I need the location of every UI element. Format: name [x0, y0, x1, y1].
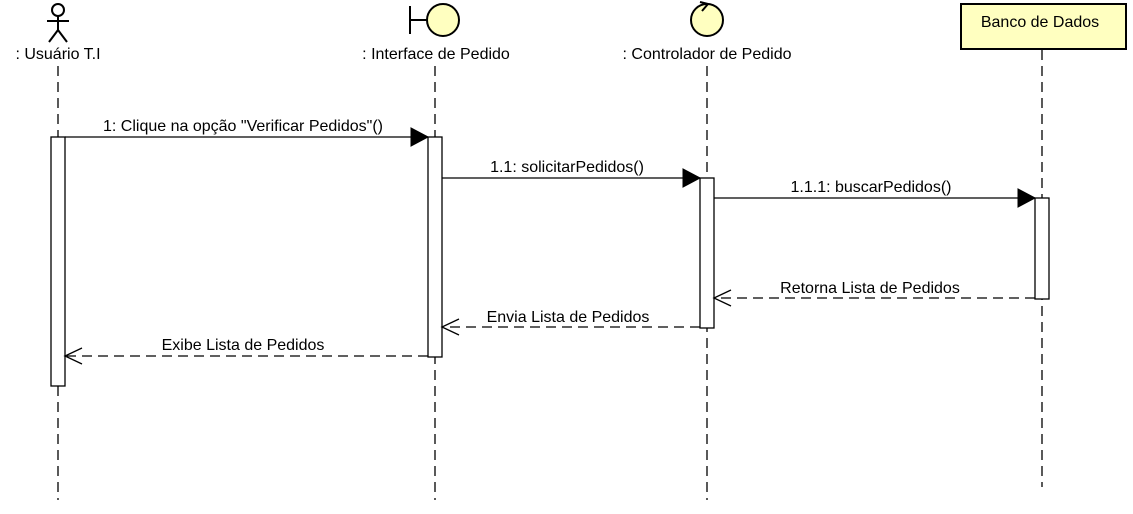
open-arrowhead-icon	[712, 289, 732, 307]
return-retorna-label: Retorna Lista de Pedidos	[780, 280, 960, 297]
participant-label-user: : Usuário T.I	[15, 46, 100, 63]
participant-label-database: Banco de Dados	[981, 14, 1099, 31]
actor-stick-figure-icon	[47, 3, 69, 43]
message-1	[65, 127, 430, 147]
activation-database	[1034, 197, 1050, 300]
activation-interface	[427, 136, 443, 358]
participant-box-database	[960, 3, 1127, 50]
filled-arrowhead-icon	[410, 127, 430, 147]
open-arrowhead-icon	[440, 318, 460, 336]
participant-label-controller: : Controlador de Pedido	[623, 46, 792, 63]
control-icon	[690, 1, 724, 37]
return-envia-label: Envia Lista de Pedidos	[487, 309, 650, 326]
open-arrowhead-icon	[63, 347, 83, 365]
return-message-exibe	[63, 347, 428, 365]
filled-arrowhead-icon	[682, 168, 702, 188]
return-exibe-label: Exibe Lista de Pedidos	[162, 337, 325, 354]
message-1-label: 1: Clique na opção "Verificar Pedidos"()	[103, 118, 383, 135]
participant-label-interface: : Interface de Pedido	[362, 46, 510, 63]
activation-controller	[699, 177, 715, 329]
message-1-1	[442, 168, 702, 188]
filled-arrowhead-icon	[1017, 188, 1037, 208]
return-message-envia	[440, 318, 700, 336]
boundary-icon	[409, 3, 460, 37]
activation-user	[50, 136, 66, 387]
message-1-1-1-label: 1.1.1: buscarPedidos()	[791, 179, 952, 196]
message-1-1-label: 1.1: solicitarPedidos()	[490, 159, 644, 176]
message-1-1-1	[714, 188, 1037, 208]
return-message-retorna	[712, 289, 1035, 307]
